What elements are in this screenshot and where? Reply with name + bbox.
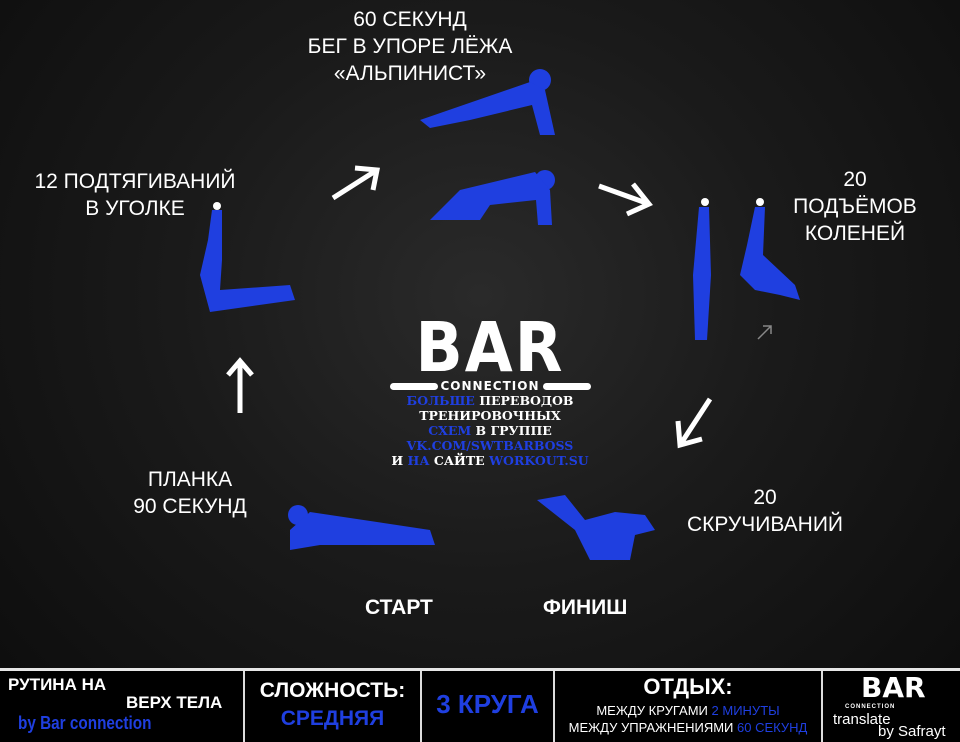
footer-logo-title: BAR	[861, 671, 926, 704]
logo-subtitle: CONNECTION	[440, 379, 540, 393]
label-line: КОЛЕНЕЙ	[804, 222, 906, 245]
bar-connection-logo: BAR CONNECTION БОЛЬШЕ ПЕРЕВОДОВ ТРЕНИРОВ…	[360, 307, 620, 468]
translator-cell: BAR CONNECTION translate by Safrayt	[823, 671, 960, 742]
label-line: 20	[753, 486, 777, 509]
logo-bar: CONNECTION	[360, 379, 620, 393]
start-label: СТАРТ	[365, 596, 433, 619]
translator-name: by Safrayt	[878, 723, 946, 740]
rounds-value: 3 КРУГА	[436, 689, 539, 719]
routine-subtitle: ВЕРХ ТЕЛА	[126, 693, 223, 712]
logo-line	[542, 382, 591, 390]
rest-cell: ОТДЫХ: МЕЖДУ КРУГАМИ 2 МИНУТЫ МЕЖДУ УПРА…	[555, 671, 823, 742]
knees-label: 20 ПОДЪЁМОВ КОЛЕНЕЙ	[770, 166, 940, 247]
rest-exercises: МЕЖДУ УПРАЖНЕНИЯМИ 60 СЕКУНД	[555, 720, 821, 735]
promo-segment: СХЕМ	[428, 423, 472, 438]
routine-title: РУТИНА НА	[8, 675, 107, 694]
promo-segment: В ГРУППЕ	[471, 423, 552, 438]
climbers-label: 60 СЕКУНД БЕГ В УПОРЕ ЛЁЖА «АЛЬПИНИСТ»	[280, 6, 540, 87]
routine-author: by Bar connection	[18, 713, 152, 733]
label-line: «АЛЬПИНИСТ»	[333, 62, 487, 85]
promo-segment: САЙТЕ	[429, 453, 490, 468]
logo-line	[389, 382, 438, 390]
label-line: БЕГ В УПОРЕ ЛЁЖА	[307, 35, 513, 58]
rest-rounds-value: 2 МИНУТЫ	[711, 703, 780, 718]
knee-raise-figure	[693, 198, 800, 340]
rest-rounds: МЕЖДУ КРУГАМИ 2 МИНУТЫ	[555, 703, 821, 718]
routine-cell: РУТИНА НА ВЕРХ ТЕЛА by Bar connection	[0, 671, 245, 742]
promo-segment: VK.COM/SWTBARBOSS	[406, 438, 574, 453]
arrow-right-icon	[598, 182, 653, 217]
promo-segment: WORKOUT.SU	[489, 453, 589, 468]
promo-line: СХЕМ В ГРУППЕ VK.COM/SWTBARBOSS	[360, 423, 620, 453]
label-line: 20	[843, 168, 867, 191]
pullups-label: 12 ПОДТЯГИВАНИЙ В УГОЛКЕ	[10, 168, 260, 222]
footer-logo-subtitle: CONNECTION	[845, 704, 896, 710]
small-arrow-icon	[757, 325, 772, 340]
arrow-up-icon	[226, 357, 254, 413]
crunch-figure	[537, 495, 655, 560]
promo-segment: И	[391, 453, 408, 468]
l-sit-pullup-figure	[200, 202, 295, 312]
promo-line: БОЛЬШЕ ПЕРЕВОДОВ ТРЕНИРОВОЧНЫХ	[360, 393, 620, 423]
promo-segment: НА	[407, 453, 430, 468]
plank-figure	[288, 505, 435, 550]
translate-label: translate	[833, 711, 891, 728]
difficulty-cell: СЛОЖНОСТЬ: СРЕДНЯЯ	[245, 671, 422, 742]
arrow-down-left-icon	[675, 397, 713, 449]
promo-segment: БОЛЬШЕ	[406, 393, 475, 408]
rest-ex-label: МЕЖДУ УПРАЖНЕНИЯМИ	[568, 720, 734, 735]
rest-ex-value: 60 СЕКУНД	[737, 720, 808, 735]
label-line: ПОДЪЁМОВ	[793, 195, 917, 218]
label-line: 60 СЕКУНД	[353, 8, 467, 31]
promo-line: И НА САЙТЕ WORKOUT.SU	[360, 453, 620, 468]
difficulty-label: СЛОЖНОСТЬ:	[259, 679, 406, 702]
difficulty-value: СРЕДНЯЯ	[280, 707, 385, 730]
label-line: 12 ПОДТЯГИВАНИЙ	[34, 170, 236, 193]
label-line: В УГОЛКЕ	[85, 197, 185, 220]
mountain-climber-figure	[420, 69, 555, 225]
footer-bar: РУТИНА НА ВЕРХ ТЕЛА by Bar connection СЛ…	[0, 668, 960, 742]
label-line: ПЛАНКА	[147, 468, 233, 491]
logo-title: BAR	[415, 307, 565, 388]
finish-label: ФИНИШ	[543, 596, 628, 619]
label-line: СКРУЧИВАНИЙ	[686, 513, 844, 536]
crunches-label: 20 СКРУЧИВАНИЙ	[670, 484, 860, 538]
promo-segment: ПЕРЕВОДОВ ТРЕНИРОВОЧНЫХ	[419, 393, 574, 423]
label-line: 90 СЕКУНД	[133, 495, 247, 518]
rounds-cell: 3 КРУГА	[422, 671, 555, 742]
arrow-up-right-icon	[331, 165, 380, 201]
plank-label: ПЛАНКА 90 СЕКУНД	[110, 466, 270, 520]
rest-rounds-label: МЕЖДУ КРУГАМИ	[596, 703, 708, 718]
rest-label: ОТДЫХ:	[643, 674, 733, 699]
